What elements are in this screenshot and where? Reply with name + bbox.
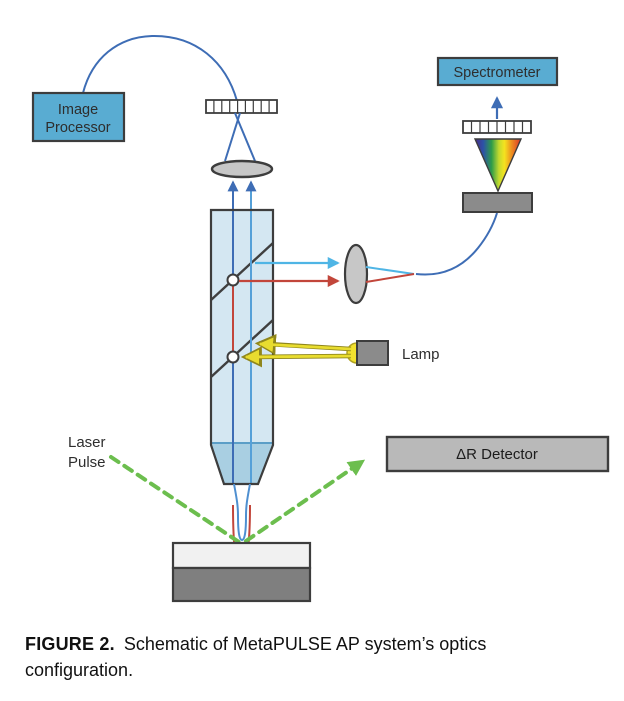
figure-caption-label: FIGURE 2. — [25, 634, 115, 654]
relay-lens — [343, 243, 369, 305]
focused-probe-beam — [233, 483, 251, 542]
objective-column-outline — [209, 208, 275, 486]
beam-junction-2 — [226, 350, 240, 364]
fiber-cable-camera — [82, 34, 238, 102]
figure-caption: FIGURE 2.Schematic of MetaPULSE AP syste… — [25, 631, 525, 683]
beamsplitter-1 — [210, 242, 274, 301]
lamp-beams — [240, 333, 352, 368]
figure-caption-text: Schematic of MetaPULSE AP system’s optic… — [25, 634, 487, 680]
image-processor-box — [31, 91, 126, 143]
delta-r-detector-box — [385, 435, 610, 473]
fiber-cable-spectrometer — [415, 212, 498, 276]
beam-red-converging — [365, 273, 415, 283]
laser-pulse-incident-beam — [109, 455, 241, 544]
beam-cyan-converging — [365, 266, 415, 275]
sample-film-layer — [171, 541, 312, 570]
beam-junction-1 — [226, 273, 240, 287]
sample-substrate — [171, 566, 312, 603]
laser-pulse-reflected-beam — [244, 459, 366, 543]
laser-pulse-label-line1: Laser — [68, 434, 106, 451]
imaging-ray-right — [234, 112, 256, 162]
camera-ccd-array — [205, 99, 278, 114]
image-processor-label-line1: Image — [58, 102, 98, 118]
image-processor-label-line2: Processor — [45, 120, 110, 136]
tube-lens — [210, 159, 274, 179]
grating-block — [462, 192, 533, 213]
delta-r-detector-label: ΔR Detector — [456, 446, 538, 463]
optics-diagram: Image Processor — [31, 34, 610, 603]
dispersed-spectrum — [473, 138, 523, 193]
spectrometer-box — [436, 56, 559, 87]
objective-nose-region — [211, 443, 273, 484]
lamp-box — [356, 340, 389, 366]
spectrometer-label: Spectrometer — [453, 65, 540, 81]
lamp-label: Lamp — [402, 346, 440, 363]
spectrometer-detector-array — [462, 120, 532, 134]
laser-pulse-label-line2: Pulse — [68, 454, 106, 471]
